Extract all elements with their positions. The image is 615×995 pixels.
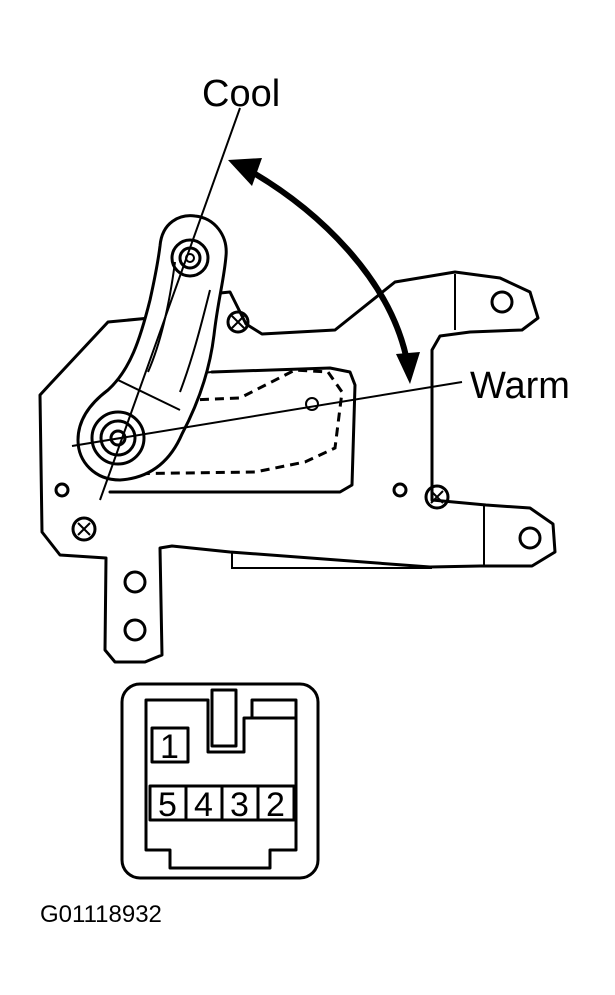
screw-icon — [226, 310, 250, 334]
hole-tab-lower — [123, 618, 147, 642]
hole-left — [54, 482, 70, 498]
pin-2-label: 2 — [266, 786, 285, 824]
cool-label: Cool — [202, 73, 280, 115]
pin-3-label: 3 — [230, 786, 249, 824]
arrowhead-cool-icon — [228, 158, 262, 186]
pin-1-label: 1 — [160, 728, 179, 766]
cool-direction-line — [99, 107, 241, 501]
warm-direction-line — [71, 381, 463, 447]
arrowhead-warm-icon — [396, 352, 420, 384]
screw-icon — [71, 516, 97, 542]
rotation-indicator — [71, 107, 463, 501]
screws — [71, 310, 450, 542]
pin-1-box — [150, 726, 190, 764]
lever-arm — [76, 214, 228, 482]
pin-4-label: 4 — [194, 786, 213, 824]
damper-outline-dashed — [109, 368, 344, 476]
bracket-holes — [54, 290, 542, 642]
rotation-arc — [250, 169, 409, 357]
hole-tab-upper — [123, 570, 147, 594]
connector: 1 5 4 3 2 — [120, 682, 320, 880]
warm-label: Warm — [470, 365, 570, 407]
hole-middle — [392, 482, 408, 498]
screw-icon — [424, 484, 450, 510]
hole-right-bottom — [518, 526, 542, 550]
hole-right-top — [490, 290, 514, 314]
pin-5-label: 5 — [158, 786, 177, 824]
figure-code: G01118932 — [40, 901, 162, 928]
